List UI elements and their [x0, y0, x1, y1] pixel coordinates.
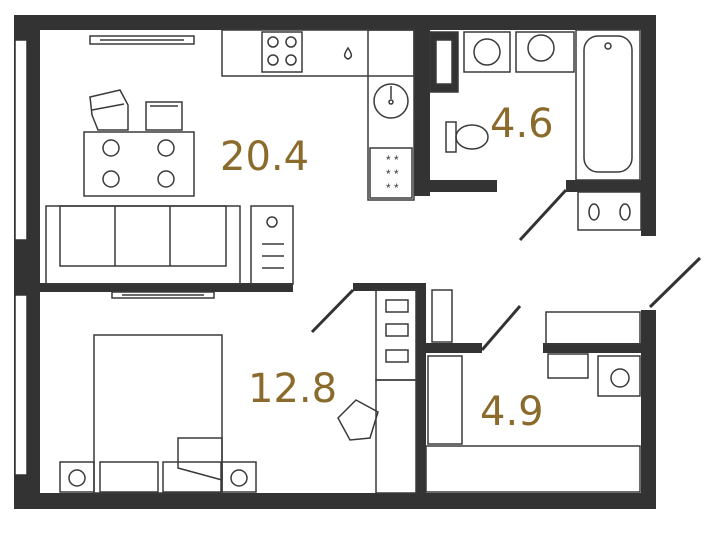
nightstand-icon: [221, 461, 257, 493]
oven-icon: * * * * * *: [369, 147, 413, 199]
vacuum-icon: [597, 355, 641, 397]
bed-icon: [93, 334, 223, 494]
outer-wall-right-upper: [641, 15, 656, 236]
area-labels: 20.4 4.6 12.8 4.9: [220, 101, 554, 435]
chair-icon: [145, 101, 183, 131]
svg-text:* *: * *: [386, 181, 399, 195]
kitchen-sink-icon: [373, 83, 409, 119]
svg-text:* *: * *: [386, 167, 399, 181]
bar-cart-icon: [250, 205, 294, 285]
range-hood-icon: [89, 35, 195, 45]
clothes-hanger-icon: [431, 289, 453, 343]
area-label-storage: 4.9: [480, 389, 544, 435]
outer-wall-right-lower: [641, 310, 656, 497]
walls: [14, 15, 702, 509]
chair-icon: [89, 89, 129, 131]
bathroom-wall-left: [414, 28, 430, 196]
kitchen-counter: [221, 29, 415, 77]
window-left-lower: [14, 294, 28, 476]
furniture: * * * * * *: [45, 29, 642, 494]
dining-table-icon: [83, 131, 195, 197]
bathroom-cabinet-door: [435, 39, 453, 85]
storage-wall-top-left: [416, 343, 482, 353]
toilet-icon: [445, 121, 489, 153]
window-left-upper: [14, 39, 28, 241]
shoes-icon: [427, 355, 463, 445]
outer-wall-top: [14, 15, 656, 30]
shoes-icon: [547, 353, 589, 379]
door-entrance: [648, 256, 702, 309]
clothes-hanger-icon: [425, 445, 641, 493]
desk: [375, 379, 417, 494]
area-label-bedroom: 12.8: [248, 366, 337, 412]
door-storage: [480, 305, 522, 351]
svg-text:* *: * *: [386, 153, 399, 167]
storage-wall-top-right: [543, 343, 646, 353]
cooktop-icon: [261, 31, 303, 73]
shelf-icon: [375, 289, 417, 381]
water-drop-icon: [343, 46, 353, 60]
door-bathroom: [518, 188, 568, 242]
kitchen-counter-side: [367, 29, 415, 201]
washbasin-icon: [515, 31, 575, 73]
area-label-kitchen-living: 20.4: [220, 134, 309, 180]
washing-machine-icon: [463, 31, 511, 73]
partition-living-bedroom: [40, 283, 293, 292]
desk-chair-icon: [337, 399, 379, 441]
sofa-icon: [45, 205, 241, 285]
nightstand-icon: [59, 461, 95, 493]
tv-icon: [111, 291, 215, 299]
storage-wall-left: [416, 283, 426, 498]
outer-wall-bottom: [14, 493, 656, 509]
bedroom-wall-top: [353, 283, 421, 291]
bathroom-wall-bottom-left: [414, 180, 497, 192]
slippers-icon: [577, 191, 642, 231]
clothes-hanger-icon: [545, 311, 641, 345]
area-label-bathroom: 4.6: [490, 101, 554, 147]
bathtub-icon: [575, 29, 641, 181]
door-bedroom: [310, 288, 355, 334]
bathroom-wall-bottom-right: [566, 180, 656, 192]
